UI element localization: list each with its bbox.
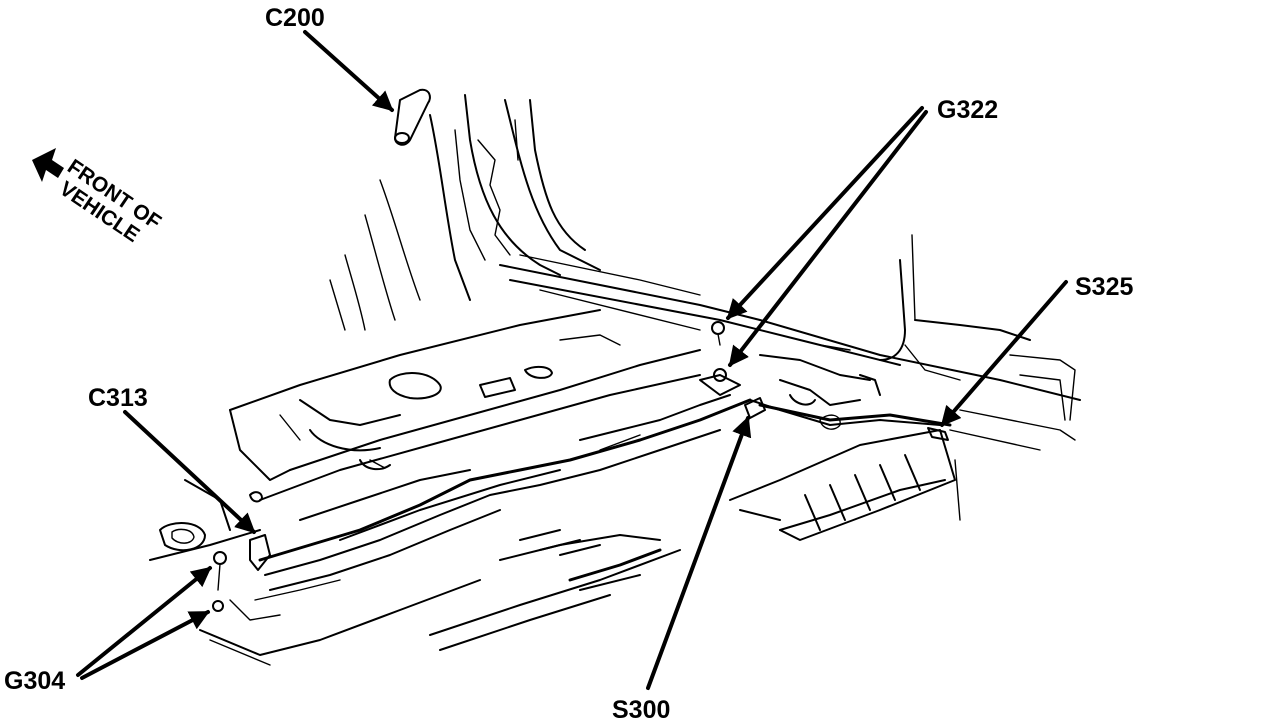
label-s300: S300: [612, 696, 670, 724]
rear-sill: [499, 234, 1081, 451]
arrow-g304-lower: [80, 610, 210, 680]
callout-labels: C200 G322 S325 C313 G304 S300: [4, 4, 1133, 724]
arrow-s300: [646, 416, 752, 690]
label-g304: G304: [4, 667, 65, 695]
arrow-c313: [123, 410, 256, 534]
lower-sill: [429, 529, 681, 651]
pillar-section: [329, 94, 601, 331]
floor-tunnel: [229, 309, 701, 541]
ground-g304: [212, 551, 227, 612]
arrow-g322-upper: [726, 106, 924, 320]
vehicle-floor-drawing: [149, 94, 1081, 666]
label-c200: C200: [265, 4, 325, 32]
wiring-harness: [254, 374, 952, 601]
connector-c200-body: [394, 88, 431, 146]
arrow-g304-upper: [76, 566, 212, 677]
rocker-step: [729, 429, 961, 541]
connector-c313-body: [249, 534, 271, 571]
label-g322: G322: [937, 96, 998, 124]
junction-details: [759, 344, 881, 430]
label-s325: S325: [1075, 273, 1133, 301]
arrow-g322-lower: [728, 110, 928, 367]
label-c313: C313: [88, 384, 148, 412]
ground-g322-lower: [713, 368, 727, 382]
arrow-s325: [940, 280, 1068, 427]
callout-arrows: [76, 30, 1068, 690]
front-of-vehicle-indicator: FRONT OF VEHICLE: [32, 148, 165, 247]
splice-s325: [927, 427, 949, 441]
front-arrow-icon: [32, 148, 64, 182]
ground-g322-upper: [711, 321, 725, 346]
arrow-c200: [303, 30, 394, 112]
splice-s300: [744, 397, 766, 419]
